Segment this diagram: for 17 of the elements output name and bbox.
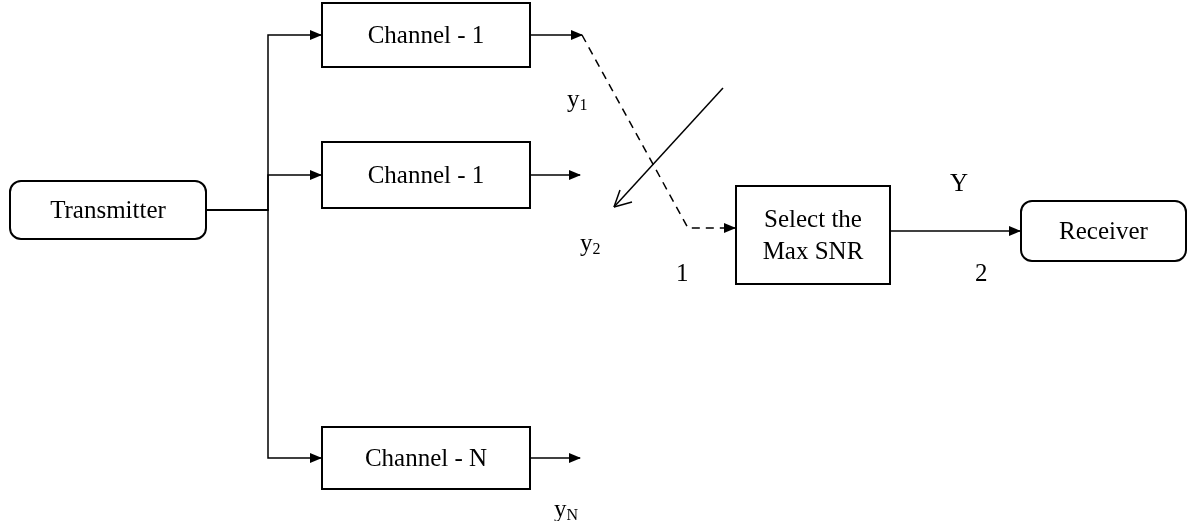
- signal-label: y$_{1}$: [567, 86, 588, 113]
- signal-label: y$_{2}$: [580, 230, 601, 257]
- process-box: Channel - N: [321, 426, 531, 490]
- arrow: [530, 170, 581, 180]
- arrow: [890, 226, 1021, 236]
- terminal-box: Receiver: [1020, 200, 1187, 262]
- signal-label: 2: [975, 260, 988, 285]
- dashed-arrow: [581, 34, 736, 233]
- arrow: [530, 30, 583, 40]
- arrow: [530, 453, 581, 463]
- process-box: Select the Max SNR: [735, 185, 891, 285]
- process-box: Channel - 1: [321, 2, 531, 68]
- arrow: [206, 209, 322, 463]
- signal-label: 1: [676, 260, 689, 285]
- terminal-box: Transmitter: [9, 180, 207, 240]
- signal-label: Y: [950, 170, 969, 195]
- process-box: Channel - 1: [321, 141, 531, 209]
